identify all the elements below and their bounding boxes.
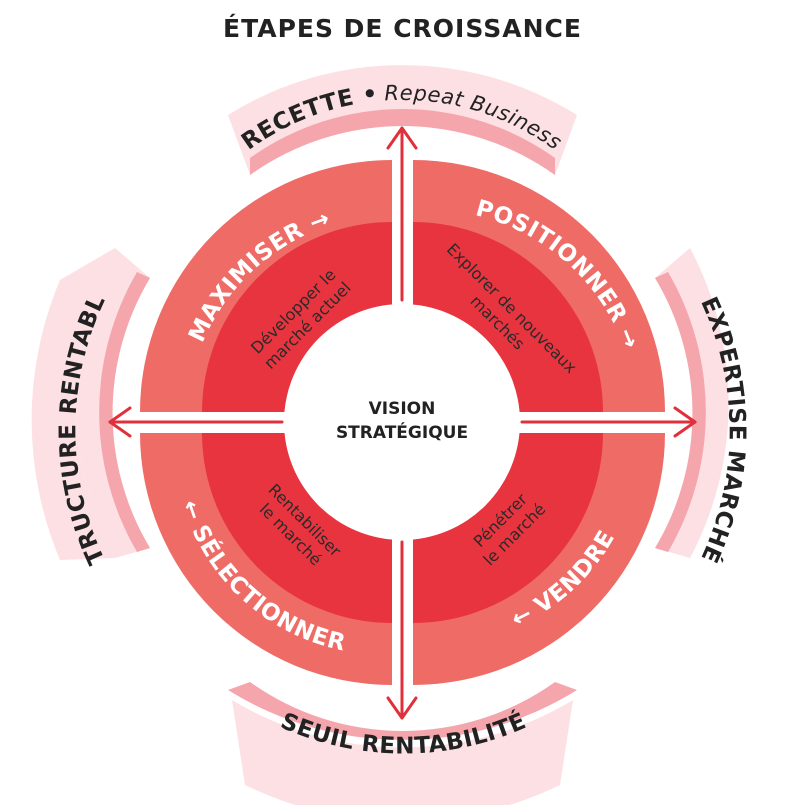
arrow-right-icon	[520, 406, 697, 438]
arrow-down-icon	[386, 540, 418, 720]
center-text-line1: VISION	[369, 399, 436, 419]
arrow-up-icon	[386, 126, 418, 302]
arrow-left-icon	[108, 406, 284, 438]
outer-segment-bottom	[228, 682, 577, 805]
diagram-title: ÉTAPES DE CROISSANCE	[223, 14, 582, 43]
outer-segment-right	[655, 248, 729, 558]
outer-segment-top	[228, 65, 577, 175]
outer-segment-left	[31, 248, 150, 560]
center-circle	[284, 304, 520, 540]
center-text-line2: STRATÉGIQUE	[336, 421, 468, 443]
